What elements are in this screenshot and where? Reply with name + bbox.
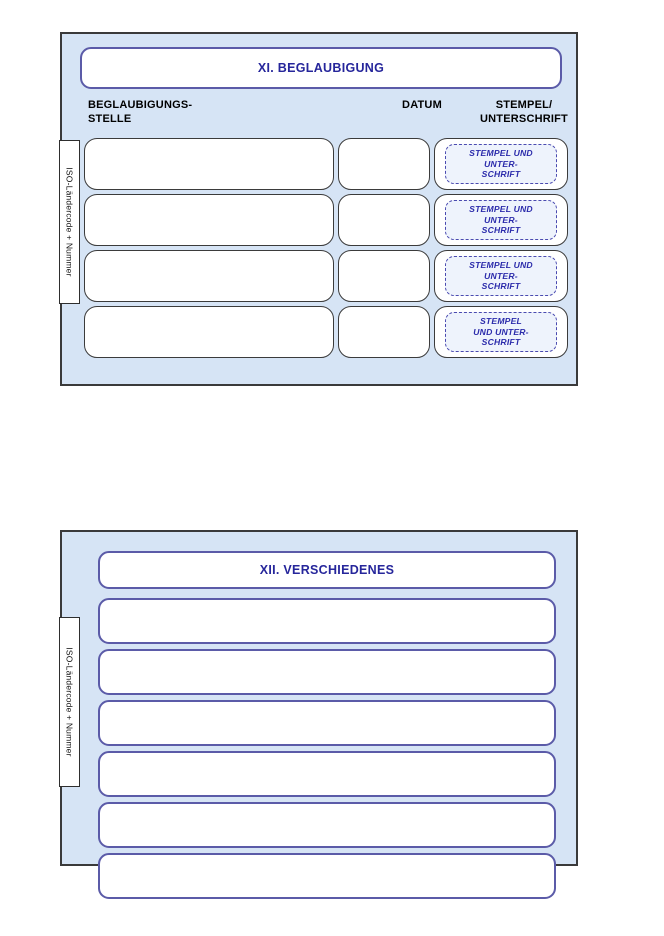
stamp-placeholder-2: STEMPEL UND UNTER- SCHRIFT [445, 200, 557, 240]
column-header-datum: DATUM [402, 99, 442, 111]
beglaubigung-rows: STEMPEL UND UNTER- SCHRIFT STEMPEL UND UN… [84, 138, 574, 362]
verschiedenes-input-1[interactable] [98, 598, 556, 644]
beglaubigungsstelle-input-2[interactable] [84, 194, 334, 246]
iso-country-code-tab-verschiedenes: ISO-Ländercode + Nummer [59, 617, 80, 787]
iso-country-code-tab-beglaubigung: ISO-Ländercode + Nummer [59, 140, 80, 304]
panel-verschiedenes: XII. VERSCHIEDENES ISO-Ländercode + Numm… [59, 530, 578, 899]
stempel-unterschrift-field-2[interactable]: STEMPEL UND UNTER- SCHRIFT [434, 194, 568, 246]
page-title-verschiedenes: XII. VERSCHIEDENES [259, 563, 395, 577]
stamp-placeholder-label: STEMPEL UND UNTER- SCHRIFT [469, 260, 533, 292]
panel-beglaubigung: XI. BEGLAUBIGUNG ISO-Ländercode + Nummer… [59, 32, 578, 386]
beglaubigungsstelle-input-4[interactable] [84, 306, 334, 358]
verschiedenes-input-2[interactable] [98, 649, 556, 695]
table-row: STEMPEL UND UNTER- SCHRIFT [84, 138, 574, 190]
stamp-placeholder-label: STEMPEL UND UNTER- SCHRIFT [469, 148, 533, 180]
page-title-beglaubigung: XI. BEGLAUBIGUNG [257, 61, 385, 75]
datum-input-3[interactable] [338, 250, 430, 302]
stamp-placeholder-label: STEMPEL UND UNTER- SCHRIFT [473, 316, 529, 348]
stempel-unterschrift-field-3[interactable]: STEMPEL UND UNTER- SCHRIFT [434, 250, 568, 302]
iso-country-code-label: ISO-Ländercode + Nummer [64, 167, 75, 277]
verschiedenes-input-5[interactable] [98, 802, 556, 848]
table-row: STEMPEL UND UNTER- SCHRIFT [84, 306, 574, 358]
column-header-stempel-unterschrift: STEMPEL/ UNTERSCHRIFT [480, 99, 568, 125]
table-row: STEMPEL UND UNTER- SCHRIFT [84, 250, 574, 302]
column-headers: BEGLAUBIGUNGS- STELLE DATUM STEMPEL/ UNT… [88, 97, 568, 135]
section-title-bar-verschiedenes: XII. VERSCHIEDENES [98, 551, 556, 589]
beglaubigungsstelle-input-3[interactable] [84, 250, 334, 302]
verschiedenes-rows [98, 598, 556, 904]
verschiedenes-input-4[interactable] [98, 751, 556, 797]
beglaubigungsstelle-input-1[interactable] [84, 138, 334, 190]
stamp-placeholder-label: STEMPEL UND UNTER- SCHRIFT [469, 204, 533, 236]
table-row: STEMPEL UND UNTER- SCHRIFT [84, 194, 574, 246]
iso-country-code-label: ISO-Ländercode + Nummer [64, 647, 75, 757]
section-title-bar-beglaubigung: XI. BEGLAUBIGUNG [80, 47, 562, 89]
datum-input-1[interactable] [338, 138, 430, 190]
verschiedenes-input-3[interactable] [98, 700, 556, 746]
datum-input-4[interactable] [338, 306, 430, 358]
datum-input-2[interactable] [338, 194, 430, 246]
verschiedenes-input-6[interactable] [98, 853, 556, 899]
stamp-placeholder-3: STEMPEL UND UNTER- SCHRIFT [445, 256, 557, 296]
stamp-placeholder-4: STEMPEL UND UNTER- SCHRIFT [445, 312, 557, 352]
stempel-unterschrift-field-1[interactable]: STEMPEL UND UNTER- SCHRIFT [434, 138, 568, 190]
column-header-beglaubigungsstelle: BEGLAUBIGUNGS- STELLE [88, 99, 193, 125]
stamp-placeholder-1: STEMPEL UND UNTER- SCHRIFT [445, 144, 557, 184]
stempel-unterschrift-field-4[interactable]: STEMPEL UND UNTER- SCHRIFT [434, 306, 568, 358]
